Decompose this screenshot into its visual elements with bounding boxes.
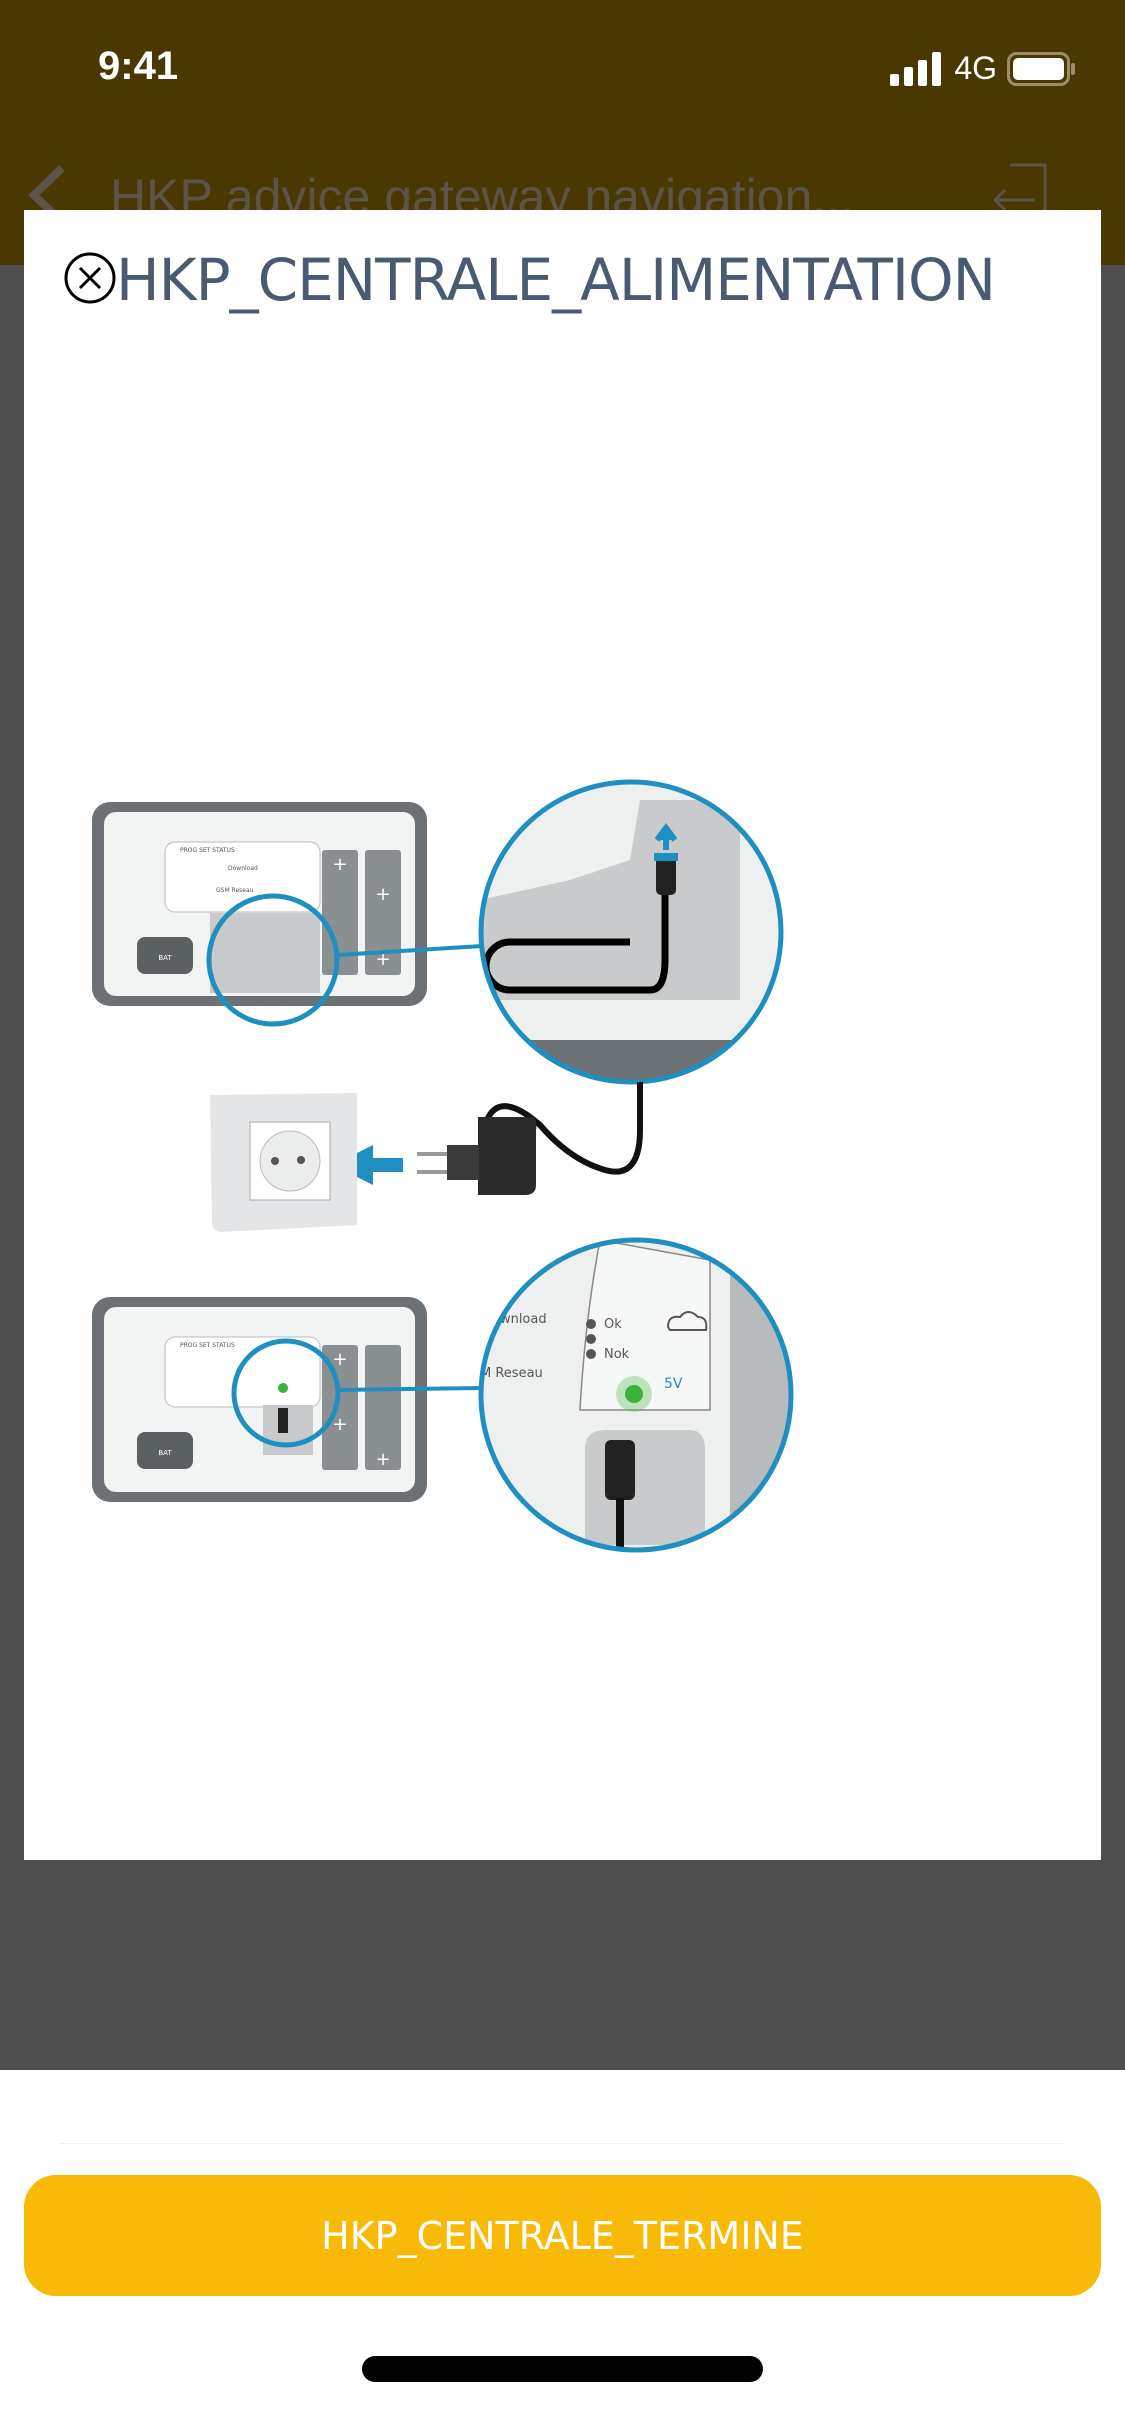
panel-label-gsm-reseau: GSM Reseau [216,887,254,894]
footer-divider [60,2143,1065,2144]
alarm-panel-device-powered: + + + BAT PROG SET STATUS [92,1297,483,1502]
close-circle-icon[interactable] [64,252,116,304]
zoom-label-reseau: M Reseau [480,1366,543,1381]
svg-text:+: + [332,1414,347,1435]
panel-label-download: Download [228,865,258,872]
svg-text:+: + [375,1449,390,1470]
power-cable [484,1082,643,1175]
arrow-icon [333,1145,403,1185]
signal-icon [890,51,942,86]
finish-button[interactable]: HKP_CENTRALE_TERMINE [24,2175,1101,2296]
status-time: 9:41 [98,44,179,88]
zoom-status-leds: Ok Nok ownload M Reseau 5V [478,1237,794,1553]
zoom-label-5v: 5V [664,1376,683,1392]
status-icons: 4G [890,50,1077,87]
svg-text:PROG SET STATUS: PROG SET STATUS [180,1342,235,1349]
zoom-label-ok: Ok [604,1317,622,1332]
svg-text:+: + [375,884,390,905]
power-adapter [417,1117,537,1195]
alarm-panel-device: + + + BAT PROG SET STATUS Download GSM R… [92,802,483,1027]
zoom-label-nok: Nok [604,1347,630,1362]
network-type: 4G [954,50,997,86]
modal-title: HKP_CENTRALE_ALIMENTATION [116,246,996,314]
instruction-modal: HKP_CENTRALE_ALIMENTATION [24,210,1101,1860]
zoom-cable-clip [478,779,784,1085]
svg-text:BAT: BAT [158,954,172,962]
home-indicator[interactable] [362,2356,763,2382]
svg-text:+: + [332,854,347,875]
svg-text:PROG SET STATUS: PROG SET STATUS [180,847,235,854]
svg-text:BAT: BAT [158,1449,172,1457]
svg-text:+: + [332,1349,347,1370]
battery-icon [1007,51,1075,86]
wall-socket [210,1093,357,1232]
